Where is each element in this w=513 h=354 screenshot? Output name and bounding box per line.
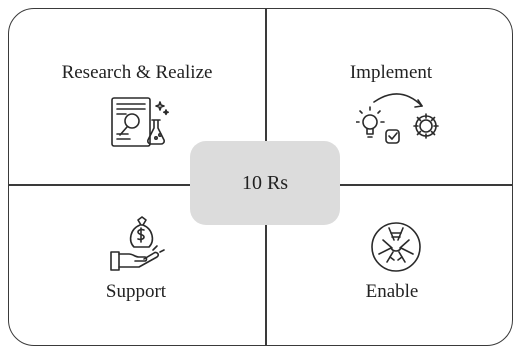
quadrant-label-implement: Implement	[349, 62, 433, 83]
center-label: 10 Rs	[241, 171, 289, 194]
quadrant-label-enable: Enable	[365, 281, 419, 302]
quadrant-label-research: Research & Realize	[61, 62, 213, 83]
research-lab-icon	[111, 97, 169, 147]
joined-hands-icon	[371, 222, 421, 272]
center-badge: 10 Rs	[190, 141, 340, 225]
idea-to-gear-icon	[356, 93, 439, 144]
money-bag-hand-icon	[110, 216, 165, 271]
quadrant-label-support: Support	[105, 281, 167, 302]
